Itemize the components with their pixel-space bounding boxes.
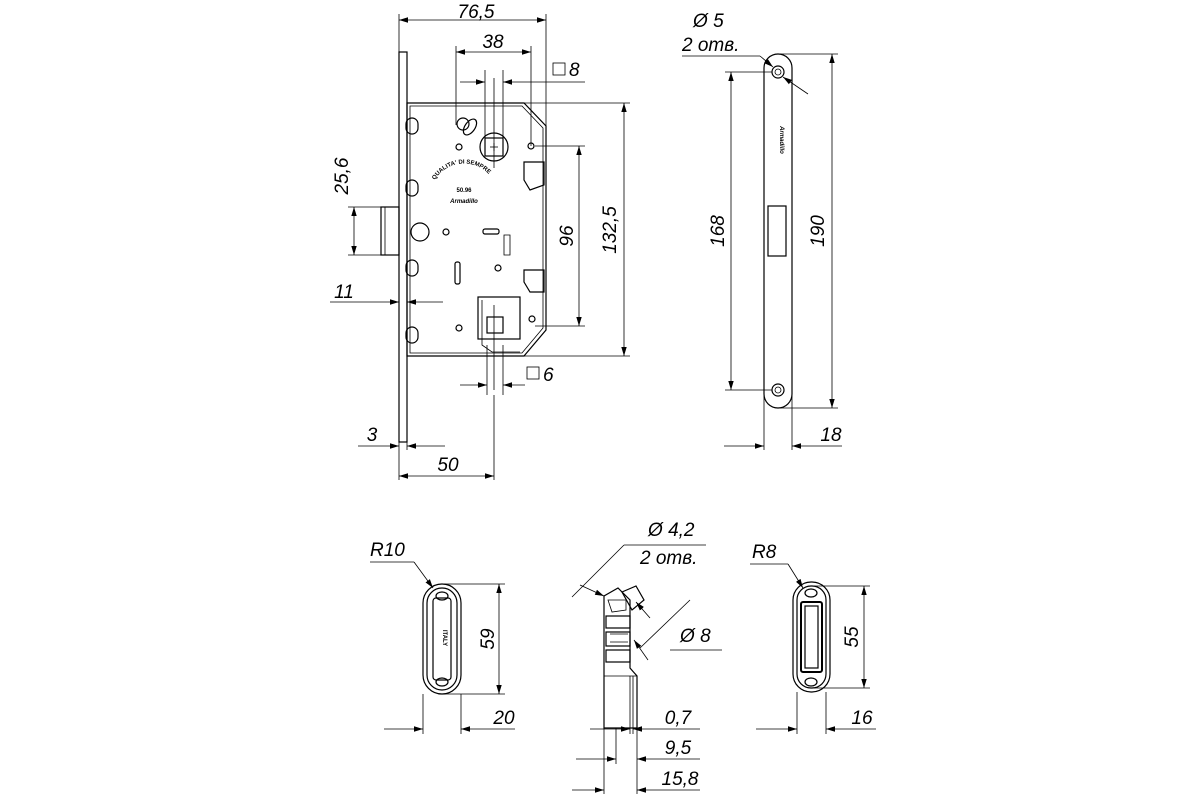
lock-body-dimensions: 76,5 38 8 25,6 96 132,5 11: [330, 2, 630, 480]
dim-cover-width: 16: [851, 708, 873, 729]
faceplate-brand-mark: Armadillo: [778, 125, 784, 154]
faceplate-hole-top: [771, 65, 785, 79]
origin-mark: ITALY: [441, 630, 447, 646]
strike-dimensions: R10 59 20: [370, 540, 515, 734]
dim-side-holes: 2 отв.: [639, 548, 697, 569]
dim-faceplate-offset: 11: [334, 282, 354, 303]
dim-strike-radius: R10: [370, 540, 405, 561]
dim-strike-width: 20: [492, 708, 515, 729]
dim-spindle-offset: 38: [482, 32, 504, 53]
quality-mark: QUALITA' DI SEMPRE: [431, 159, 491, 181]
dim-latch-height: 25,6: [332, 157, 353, 195]
strike-plate-view: ITALY: [422, 583, 462, 695]
dim-side-thk-2: 9,5: [665, 738, 692, 759]
dim-thumbturn-square: 6: [543, 365, 554, 386]
dim-side-pin-dia: Ø 8: [679, 626, 711, 647]
side-section-view: [603, 585, 645, 729]
faceplate-hole-bottom: [771, 383, 785, 397]
dim-faceplate-hole-dia: Ø 5: [692, 11, 724, 32]
dim-spindle-square: 8: [569, 60, 580, 81]
dim-faceplate-holes: 2 отв.: [681, 35, 739, 56]
cover-outline: [792, 581, 831, 693]
lock-faceplate: [398, 51, 408, 443]
cover-dimensions: R8 55 16: [750, 542, 876, 734]
dim-strike-height: 59: [478, 628, 499, 650]
brand-marking: QUALITA' DI SEMPRE 50.96 Armadillo: [431, 159, 491, 205]
side-section-dimensions: Ø 4,2 2 отв. Ø 8 0,7 9,5 15,8: [571, 520, 722, 794]
dim-body-height: 132,5: [600, 206, 621, 254]
dim-backset: 50: [437, 455, 459, 476]
dim-faceplate-length: 190: [808, 215, 829, 247]
dim-cover-height: 55: [842, 626, 863, 648]
faceplate-dimensions: Ø 5 2 отв. 168 190 18: [681, 11, 842, 450]
side-profile: [603, 587, 638, 729]
dim-side-thk-1: 0,7: [665, 708, 693, 729]
dim-faceplate-thickness: 3: [367, 425, 378, 446]
lock-case: [406, 102, 547, 357]
dim-faceplate-width: 18: [820, 425, 842, 446]
thumbturn-follower: [477, 296, 521, 353]
mounting-slots: [405, 117, 419, 344]
brand-mark: Armadillo: [449, 199, 478, 205]
dim-center-distance: 96: [557, 225, 578, 247]
dim-faceplate-hole-distance: 168: [708, 215, 729, 247]
model-mark: 50.96: [456, 188, 472, 194]
svg-text:QUALITA' DI SEMPRE: QUALITA' DI SEMPRE: [431, 159, 491, 181]
dim-side-thk-3: 15,8: [662, 769, 699, 790]
cover-plate-view: [792, 581, 831, 693]
faceplate-view: Armadillo: [763, 53, 793, 409]
latch-opening: [767, 205, 787, 257]
dim-cover-radius: R8: [752, 542, 777, 563]
lock-body-view: QUALITA' DI SEMPRE 50.96 Armadillo: [380, 51, 547, 443]
dim-side-hole-dia: Ø 4,2: [647, 520, 695, 541]
dim-lock-width: 76,5: [458, 2, 495, 23]
latch-bolt: [380, 206, 400, 256]
